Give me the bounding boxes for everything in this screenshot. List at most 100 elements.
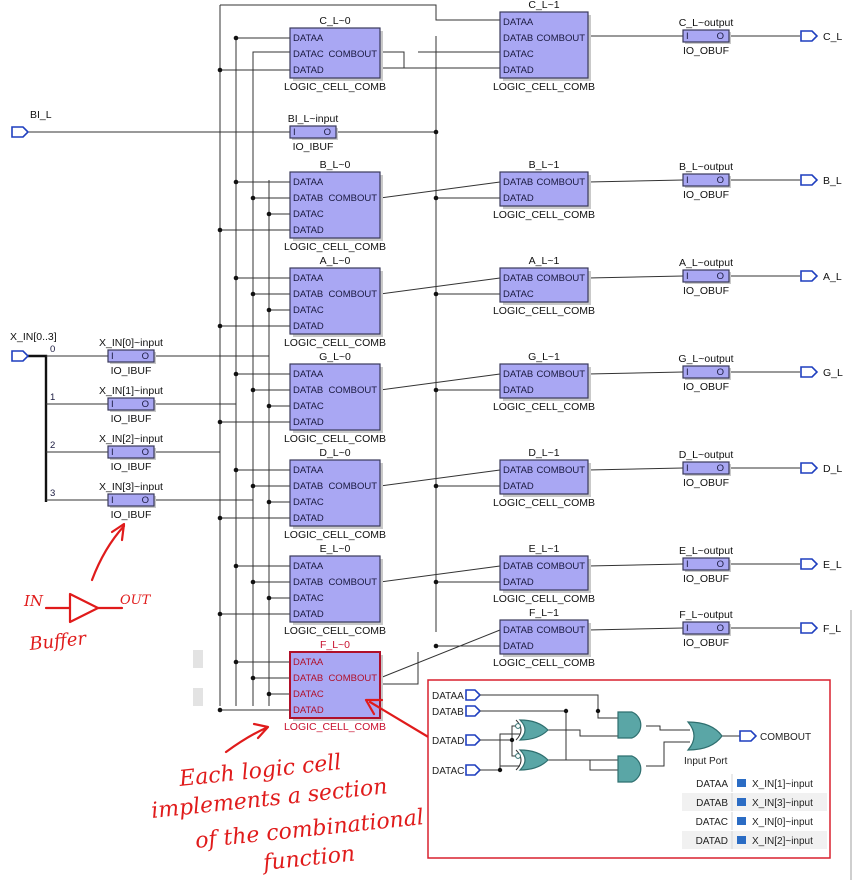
cell-out-label: COMBOUT	[328, 673, 377, 684]
junction-dot	[250, 195, 256, 201]
cell-footer: LOGIC_CELL_COMB	[284, 433, 386, 445]
inset-arrow-shaft	[368, 700, 432, 740]
cell-pin-label: DATAC	[293, 209, 324, 220]
and-gate	[617, 711, 642, 739]
junction-dot	[233, 371, 239, 377]
inset-table-port: DATAD	[696, 836, 728, 847]
buffer-footer: IO_IBUF	[111, 461, 152, 473]
wire	[587, 275, 684, 279]
cell-out-label: COMBOUT	[536, 561, 585, 572]
buffer-footer: IO_OBUF	[683, 573, 729, 585]
cell-body	[499, 171, 589, 207]
junction-dot	[217, 611, 223, 617]
buffer-body	[682, 269, 730, 283]
buffer-in-pin: I	[686, 367, 689, 378]
cell-pin-label: DATAB	[293, 673, 323, 684]
cell-body	[289, 267, 381, 335]
buffer-out-pin: O	[717, 463, 724, 474]
buffer-in-label: IN	[23, 592, 44, 610]
wire	[587, 563, 684, 567]
cell-out-label: COMBOUT	[536, 369, 585, 380]
buffer-footer: IO_IBUF	[293, 141, 334, 153]
logic-cell: D_L~0LOGIC_CELL_COMBDATAADATABDATACDATAD…	[284, 447, 386, 541]
cell-footer: LOGIC_CELL_COMB	[284, 241, 386, 253]
cell-pin-label: DATAD	[293, 225, 324, 236]
junction-dot	[233, 179, 239, 185]
buffer-in-pin: I	[686, 623, 689, 634]
output-port	[800, 270, 819, 282]
inset-input-label: DATAC	[432, 766, 464, 777]
inset-junction	[497, 767, 503, 773]
inset-table-row	[682, 812, 827, 830]
cell-pin-label: DATAD	[503, 481, 534, 492]
inset-table-port: DATAA	[696, 779, 728, 790]
buffer-body	[289, 125, 337, 139]
cell-body	[289, 27, 381, 79]
bus-bit-label: 3	[50, 488, 55, 499]
cell-pin-label: DATAB	[503, 177, 533, 188]
logic-cell: F_L~0LOGIC_CELL_COMBDATAADATABDATACDATAD…	[284, 639, 386, 733]
buffer-body	[107, 349, 155, 363]
cell-pin-label: DATAB	[503, 33, 533, 44]
output-port-label: D_L	[823, 463, 842, 475]
inset-wire	[548, 729, 620, 737]
cell-title: A_L~1	[529, 255, 560, 267]
wire	[380, 51, 500, 69]
cell-pin-label: DATAC	[293, 497, 324, 508]
xor-gate	[518, 749, 549, 771]
cell-pin-label: DATAD	[293, 513, 324, 524]
junction-dot	[250, 291, 256, 297]
cell-out-label: COMBOUT	[328, 577, 377, 588]
buffer-body	[107, 445, 155, 459]
wire	[587, 627, 684, 631]
cell-footer: LOGIC_CELL_COMB	[493, 497, 595, 509]
buffer-body	[682, 173, 730, 187]
signal-icon	[737, 779, 746, 787]
cell-pin-label: DATAA	[293, 33, 324, 44]
cell-title: E_L~0	[320, 543, 351, 555]
junction-dot	[266, 403, 272, 409]
junction-dot	[233, 563, 239, 569]
junction-dot	[233, 467, 239, 473]
buffer-out-pin: O	[142, 447, 149, 458]
cell-body	[499, 11, 589, 79]
cell-pin-label: DATAA	[503, 17, 534, 28]
buffer-body	[682, 621, 730, 635]
output-port-label: A_L	[823, 271, 842, 283]
junction-dot	[250, 483, 256, 489]
cell-body	[499, 459, 589, 495]
junction-dot	[266, 307, 272, 313]
output-port	[800, 366, 819, 378]
bus-port-label: X_IN[0..3]	[10, 331, 57, 343]
inset-table-row	[682, 774, 827, 792]
inset-wire	[548, 759, 620, 771]
note-arrow-head	[252, 722, 270, 740]
cell-pin-label: DATAB	[503, 465, 533, 476]
buffer-body	[682, 29, 730, 43]
junction-dot	[433, 195, 439, 201]
inset-input-label: DATAB	[432, 707, 464, 718]
wire	[587, 467, 684, 471]
buffer-footer: IO_IBUF	[111, 365, 152, 377]
cell-pin-label: DATAB	[293, 577, 323, 588]
output-port-label: E_L	[823, 559, 842, 571]
buffer-footer: IO_OBUF	[683, 45, 729, 57]
junction-dot	[217, 515, 223, 521]
junction-dot	[217, 707, 223, 713]
signal-icon	[737, 798, 746, 806]
cell-pin-label: DATAB	[503, 561, 533, 572]
logic-cell: E_L~0LOGIC_CELL_COMBDATAADATABDATACDATAD…	[284, 543, 386, 637]
buffer-title: F_L~output	[679, 609, 733, 621]
cell-body	[289, 555, 381, 623]
signal-icon	[737, 817, 746, 825]
cell-pin-label: DATAD	[503, 577, 534, 588]
cell-out-label: COMBOUT	[328, 49, 377, 60]
